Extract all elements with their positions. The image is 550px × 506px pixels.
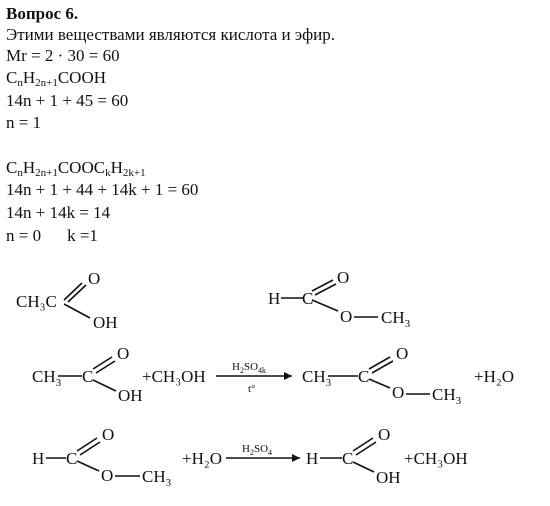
svg-text:CH₃C: CH₃C [16,292,57,311]
svg-text:C: C [358,367,369,386]
svg-text:CH3: CH3 [32,367,62,389]
svg-text:O: O [396,344,408,363]
svg-text:OH: OH [376,468,401,487]
ester-general-formula: CnH2n+1COOCkH2k+1 [6,158,146,179]
hydrolysis-reaction: H C O O CH3 +H₂O H2SO4 H C O OH +CH₃OH [32,425,468,489]
svg-text:C: C [82,367,93,386]
methyl-formate-structure: H C O O CH3 [268,268,411,330]
acetic-acid-structure: CH₃C O OH [16,269,118,332]
svg-text:C: C [302,289,313,308]
acid-equation: 14n + 1 + 45 = 60 [6,91,129,110]
svg-text:H: H [306,449,318,468]
svg-text:C: C [66,449,77,468]
svg-text:H2SO4: H2SO4 [242,443,272,457]
svg-text:O: O [378,425,390,444]
svg-text:+CH₃OH: +CH₃OH [142,367,206,386]
svg-text:O: O [392,383,404,402]
svg-text:CH3: CH3 [142,467,172,489]
svg-text:C: C [342,449,353,468]
svg-text:+H₂O: +H₂O [182,449,222,468]
svg-text:CH3: CH3 [302,367,332,389]
svg-text:O: O [88,269,100,288]
esterification-reaction: CH3 C O OH +CH₃OH H2SO4k t° CH3 C O O CH… [32,344,514,407]
svg-text:H2SO4k: H2SO4k [232,361,266,375]
svg-text:CH3: CH3 [432,385,462,407]
svg-text:OH: OH [118,386,143,405]
svg-text:+CH₃OH: +CH₃OH [404,449,468,468]
answer-statement: Этими веществами являются кислота и эфир… [6,25,335,44]
svg-text:H: H [32,449,44,468]
question-title: Вопрос 6. [6,4,79,23]
svg-text:OH: OH [93,313,118,332]
ester-equation-2: 14n + 14k = 14 [6,203,111,222]
ester-equation-1: 14n + 1 + 44 + 14k + 1 = 60 [6,180,199,199]
svg-text:O: O [337,268,349,287]
acid-general-formula: CnH2n+1COOH [6,68,107,89]
svg-text:O: O [340,307,352,326]
svg-text:H: H [268,289,280,308]
svg-text:t°: t° [248,383,255,395]
svg-text:CH3: CH3 [381,308,411,330]
svg-text:+H₂O: +H₂O [474,367,514,386]
svg-text:O: O [117,344,129,363]
molar-mass-line: Mr = 2 · 30 = 60 [6,46,120,65]
svg-text:O: O [101,466,113,485]
svg-text:O: O [102,425,114,444]
acid-result: n = 1 [6,113,42,132]
